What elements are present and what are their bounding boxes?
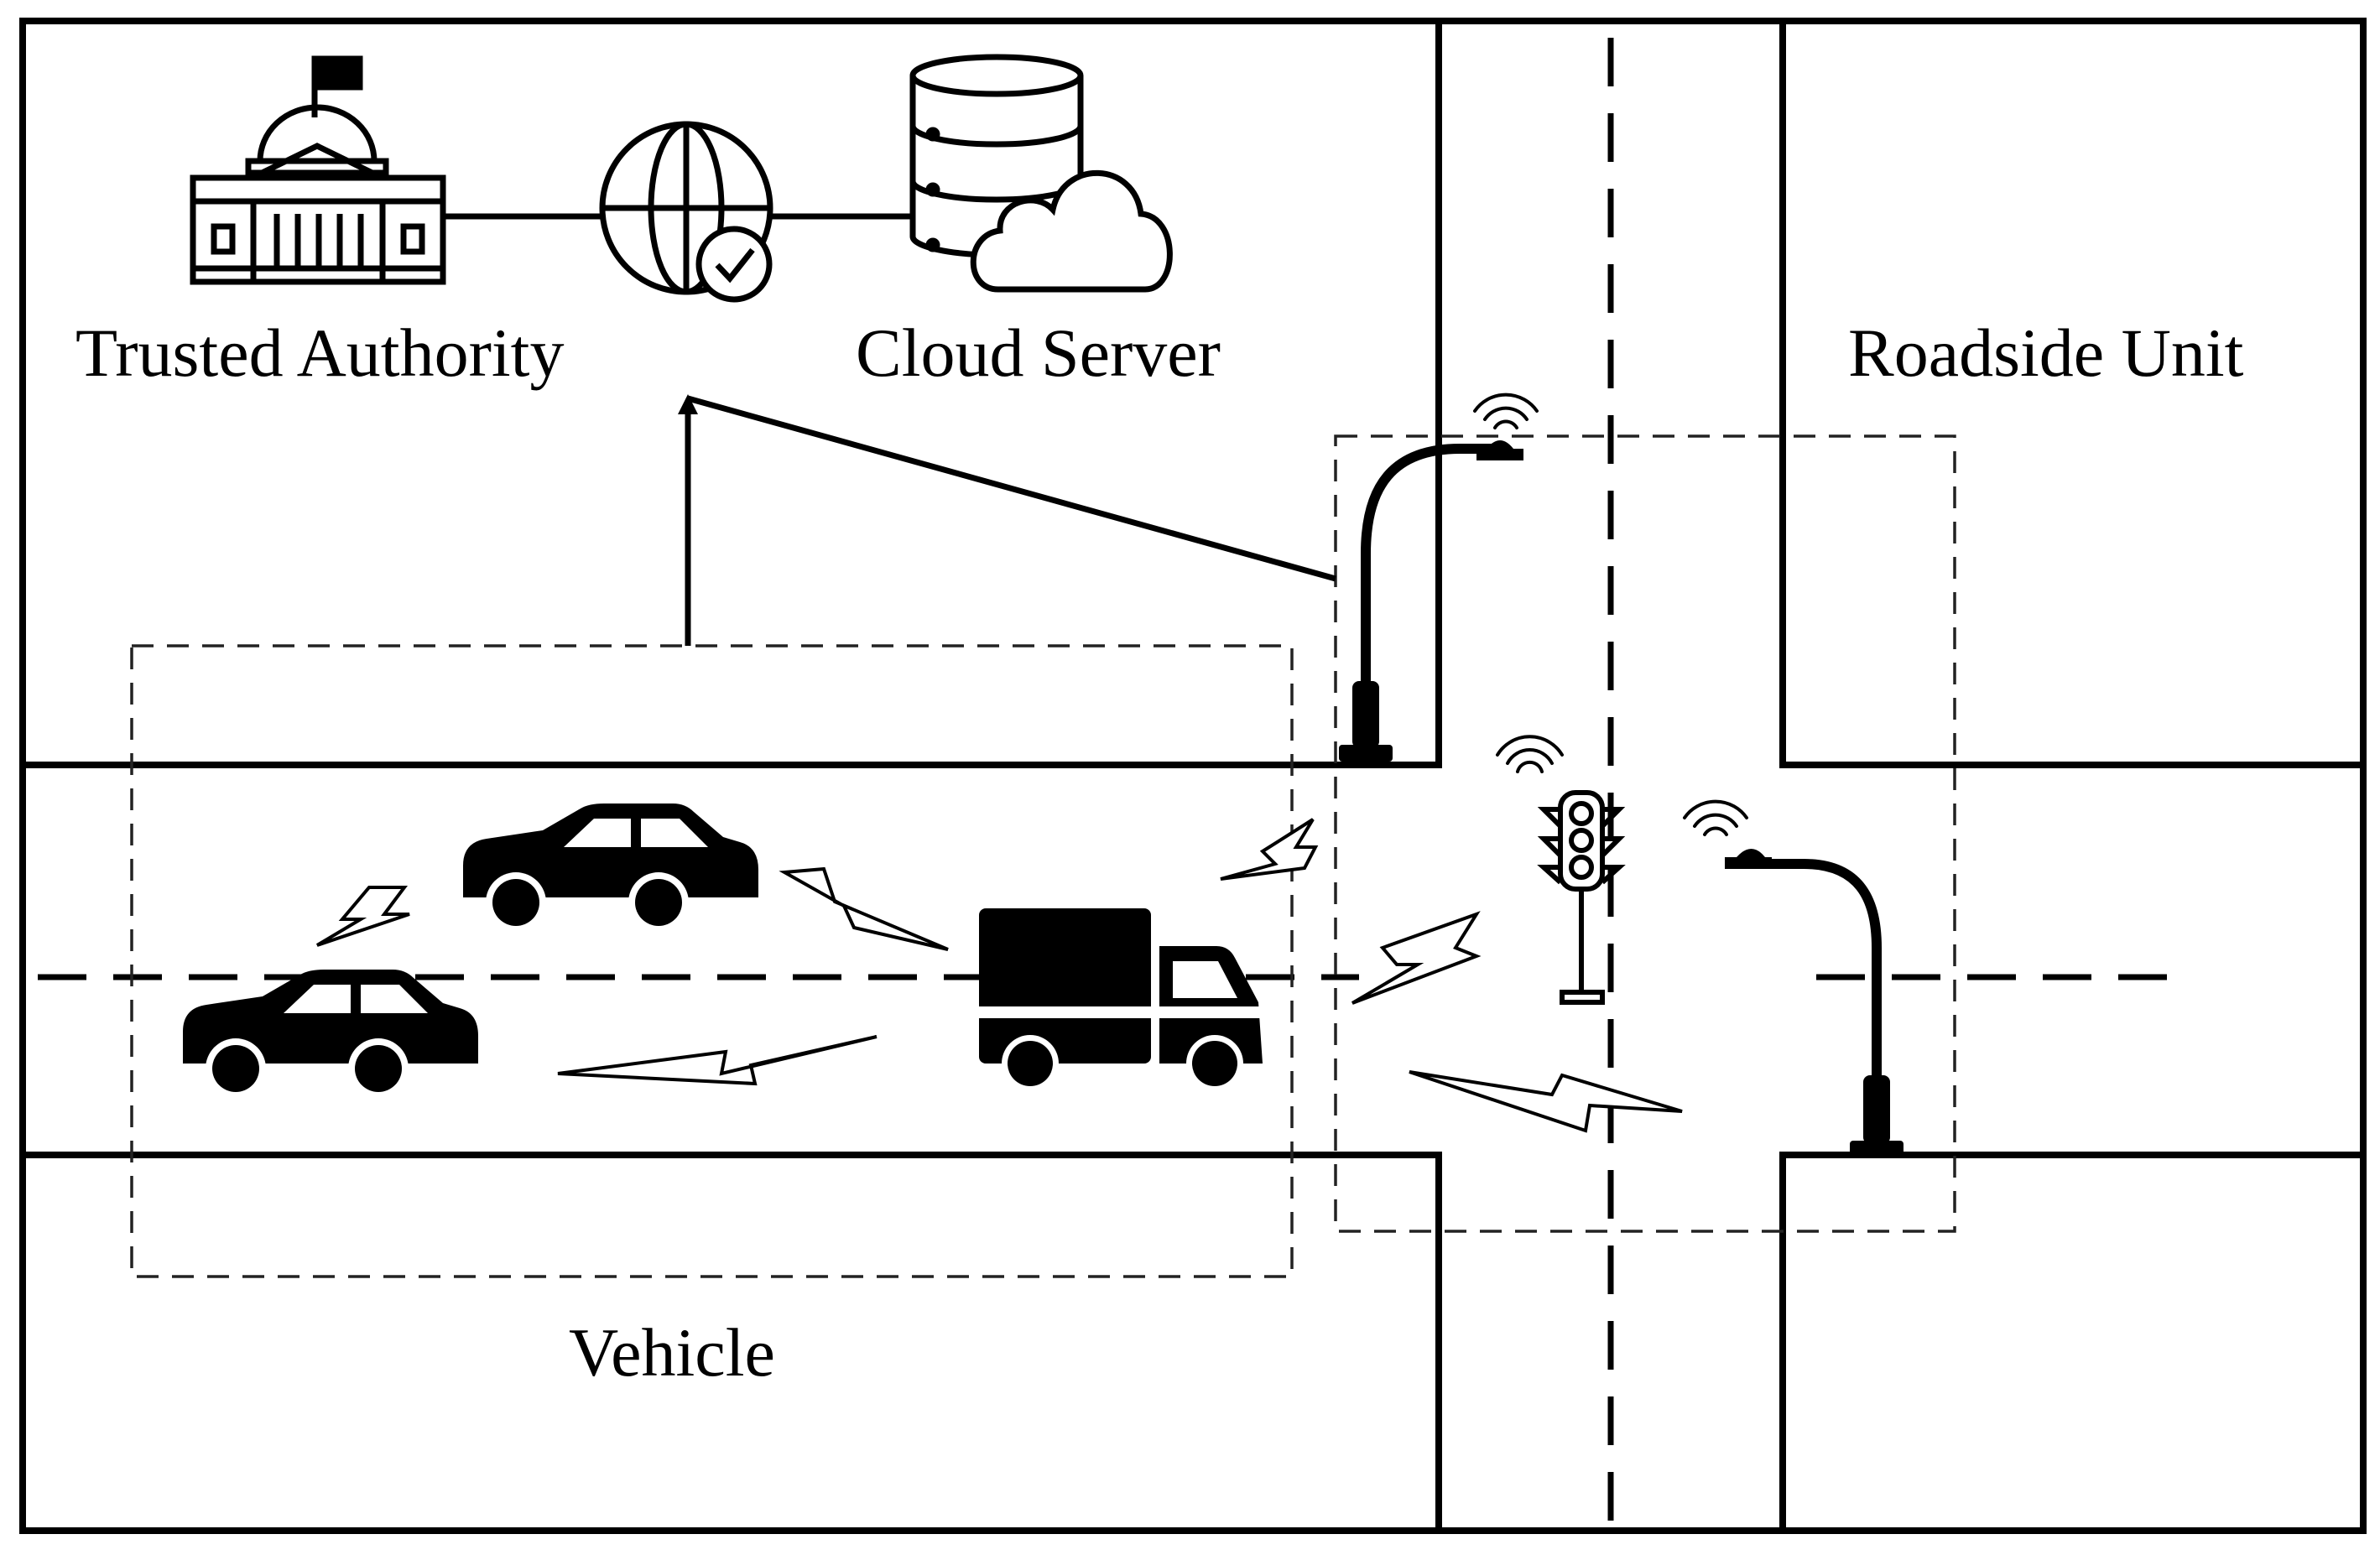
outer-frame (19, 18, 2367, 1534)
globe-check-icon (599, 121, 773, 303)
traffic-light-icon (1537, 790, 1626, 1005)
car-icon (463, 804, 758, 933)
vehicle-label: Vehicle (569, 1314, 775, 1391)
vehicle-zone-boundary (130, 644, 1294, 1278)
block-bottom-right (1779, 1152, 2363, 1531)
wifi-signal-icon (1683, 799, 1748, 836)
uplink-arrowhead (678, 394, 698, 414)
wifi-signal-icon (1473, 393, 1539, 429)
car-icon (183, 970, 478, 1099)
block-bottom-left (23, 1152, 1442, 1531)
lightning-bolt-icon (1351, 911, 1482, 1005)
lightning-bolt-icon (779, 866, 949, 951)
truck-icon (979, 908, 1263, 1092)
block-top-right (1779, 21, 2363, 768)
road-layout (19, 18, 2367, 1534)
lightning-bolt-icon (1220, 818, 1319, 881)
roadside-unit-zone-boundary (1334, 434, 1956, 1233)
block-top-left (23, 21, 1442, 768)
lightning-bolt-icon (1409, 1070, 1683, 1133)
cloud-server-label: Cloud Server (856, 315, 1221, 391)
street-lamp-icon (1725, 849, 1903, 1157)
trusted-authority-label: Trusted Authority (76, 315, 564, 391)
rsu-uplink-line (687, 395, 1336, 582)
government-building-icon (190, 55, 446, 285)
lightning-bolt-icon (315, 886, 410, 947)
street-lamp-icon (1339, 440, 1523, 762)
roadside-unit-label: Roadside Unit (1848, 315, 2244, 391)
wifi-signal-icon (1496, 735, 1564, 773)
database-cloud-icon (909, 54, 1173, 293)
lightning-bolt-icon (557, 1035, 878, 1086)
